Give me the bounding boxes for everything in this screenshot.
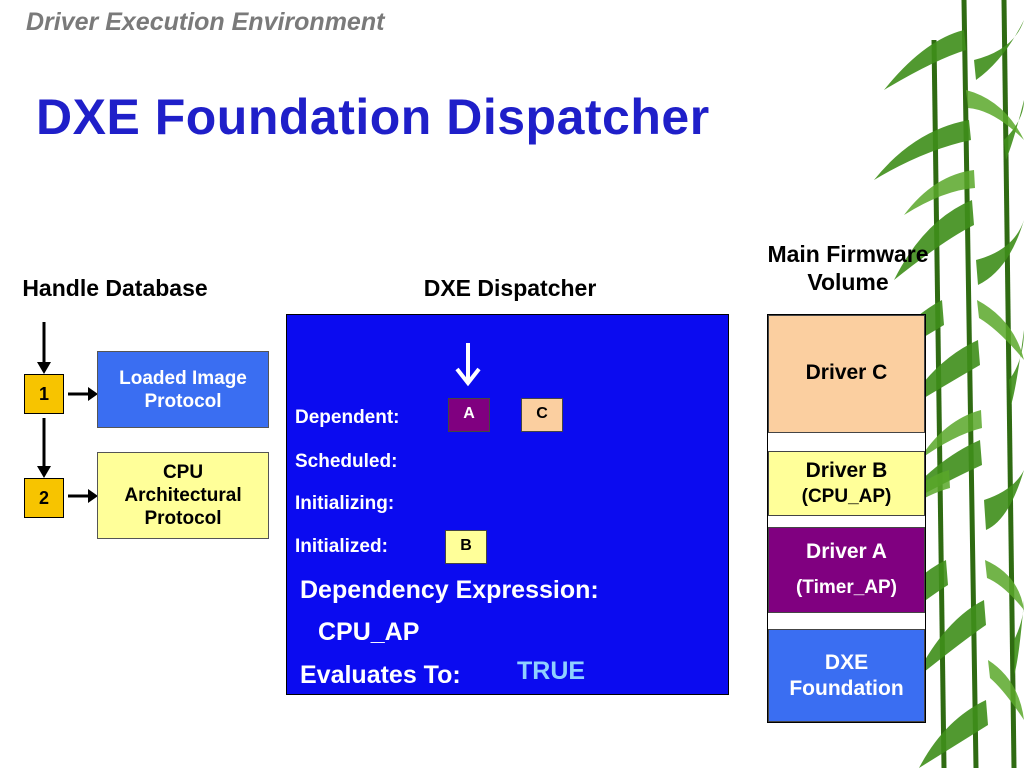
firmware-volume-heading-line1: Main Firmware xyxy=(767,241,929,267)
fv-driver-b-name: Driver B xyxy=(805,458,888,482)
slide-title: DXE Foundation Dispatcher xyxy=(36,89,710,145)
cpu-architectural-protocol-label: CPU Architectural Protocol xyxy=(124,462,242,529)
evaluates-to-value: TRUE xyxy=(517,657,586,685)
state-dependent-label: Dependent: xyxy=(295,407,400,428)
loaded-image-protocol-label: Loaded Image Protocol xyxy=(119,367,247,412)
state-scheduled-label: Scheduled: xyxy=(295,451,398,472)
firmware-volume-heading-line2: Volume xyxy=(807,269,889,295)
evaluates-to-label: Evaluates To: xyxy=(300,661,461,689)
dependency-expression-label: Dependency Expression: xyxy=(300,576,599,604)
fv-dxe-foundation: DXE Foundation xyxy=(768,629,925,722)
fv-driver-b: Driver B (CPU_AP) xyxy=(768,451,925,516)
fv-driver-a-name: Driver A xyxy=(806,540,887,563)
handle-1: 1 xyxy=(24,374,64,414)
handle-database-heading: Handle Database xyxy=(22,275,208,301)
fv-dxe-foundation-name: DXE Foundation xyxy=(789,650,904,700)
fv-driver-a: Driver A (Timer_AP) xyxy=(768,527,925,613)
down-arrow-icon xyxy=(455,343,481,387)
fv-driver-c-name: Driver C xyxy=(805,361,888,384)
firmware-volume-panel: Driver C Driver B (CPU_AP) Driver A (Tim… xyxy=(767,314,926,723)
state-initialized-label: Initialized: xyxy=(295,536,388,557)
loaded-image-protocol: Loaded Image Protocol xyxy=(97,351,269,428)
fv-driver-c: Driver C xyxy=(768,315,925,433)
fv-driver-b-sub: (CPU_AP) xyxy=(801,485,892,507)
handle-database-arrows xyxy=(37,322,98,503)
state-initializing-label: Initializing: xyxy=(295,493,395,514)
driver-c-chip: C xyxy=(521,398,563,432)
firmware-volume-heading: Main Firmware Volume xyxy=(738,240,958,296)
slide-subtitle: Driver Execution Environment xyxy=(26,8,385,36)
dependency-expression-value: CPU_AP xyxy=(318,618,420,646)
driver-b-chip: B xyxy=(445,530,487,564)
handle-2: 2 xyxy=(24,478,64,518)
fv-driver-a-sub: (Timer_AP) xyxy=(795,577,897,598)
dxe-dispatcher-heading: DXE Dispatcher xyxy=(423,275,597,301)
cpu-architectural-protocol: CPU Architectural Protocol xyxy=(97,452,269,539)
dxe-dispatcher-panel: Dependent: Scheduled: Initializing: Init… xyxy=(286,314,729,695)
driver-a-chip: A xyxy=(448,398,490,432)
